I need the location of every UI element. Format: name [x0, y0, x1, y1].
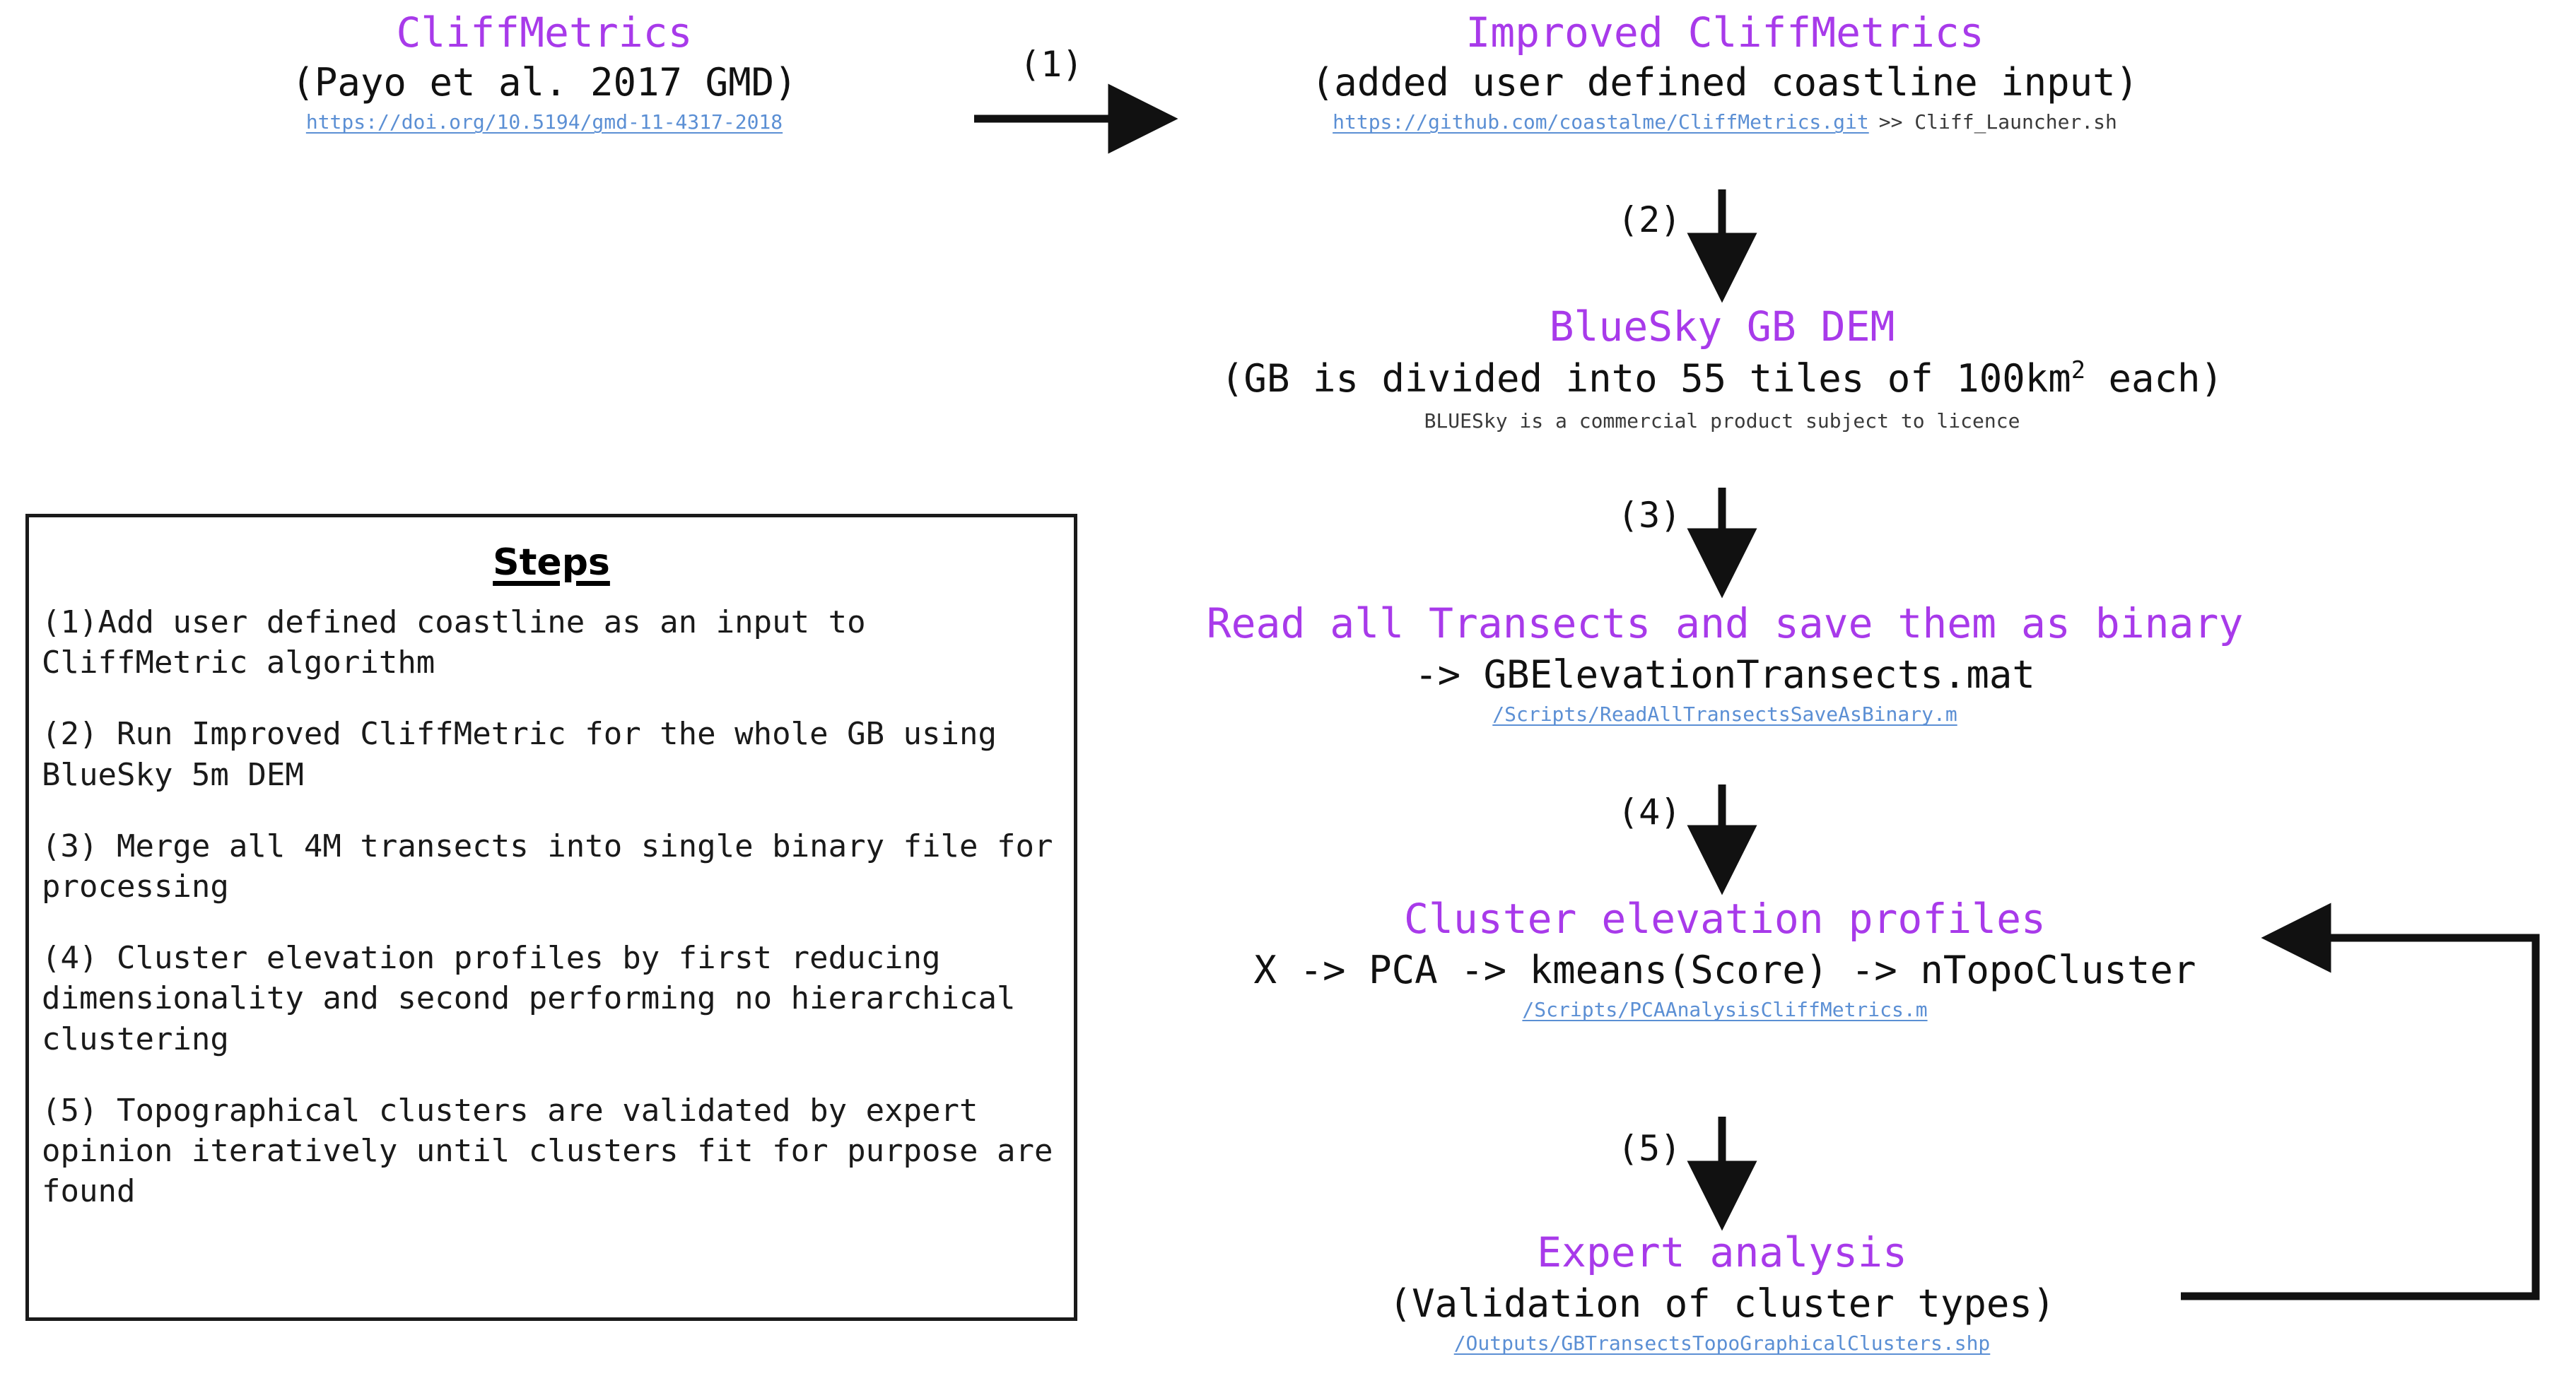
step-item: (1)Add user defined coastline as an inpu… [42, 604, 866, 681]
bluesky-dem-subtitle-sup: 2 [2071, 355, 2085, 384]
cliffmetrics-doi-link-row: https://doi.org/10.5194/gmd-11-4317-2018 [170, 111, 919, 133]
step-item: (5) Topographical clusters are validated… [42, 1092, 1053, 1210]
cliffmetrics-subtitle: (Payo et al. 2017 GMD) [291, 59, 797, 105]
read-transects-title: Read all Transects and save them as bina… [1206, 599, 2244, 647]
expert-analysis-title: Expert analysis [1537, 1228, 1907, 1276]
step-item: (2) Run Improved CliffMetric for the who… [42, 716, 997, 793]
step-item: (3) Merge all 4M transects into single b… [42, 828, 1053, 905]
node-read-transects: Read all Transects and save them as bina… [608, 601, 2576, 726]
edge-label-2: (2) [1617, 199, 1682, 240]
edge-label-5: (5) [1617, 1128, 1682, 1169]
read-transects-subtitle: -> GBElevationTransects.mat [1415, 652, 2035, 697]
node-cliffmetrics: CliffMetrics (Payo et al. 2017 GMD) http… [170, 10, 919, 134]
read-transects-link-row: /Scripts/ReadAllTransectsSaveAsBinary.m [608, 703, 2576, 725]
node-expert-analysis: Expert analysis (Validation of cluster t… [1015, 1230, 2429, 1355]
cluster-profiles-link-row: /Scripts/PCAAnalysisCliffMetrics.m [707, 999, 2576, 1021]
expert-analysis-link-row: /Outputs/GBTransectsTopoGraphicalCluster… [1015, 1332, 2429, 1354]
steps-list: (1)Add user defined coastline as an inpu… [29, 602, 1074, 1211]
bluesky-dem-licence-note: BLUESky is a commercial product subject … [1424, 409, 2020, 433]
node-improved-cliffmetrics: Improved CliffMetrics (added user define… [1173, 10, 2276, 134]
improved-cliffmetrics-link-row: https://github.com/coastalme/CliffMetric… [1173, 111, 2276, 133]
cluster-profiles-subtitle: X -> PCA -> kmeans(Score) -> nTopoCluste… [1253, 947, 2196, 992]
edge-label-4: (4) [1617, 792, 1682, 833]
edge-label-1: (1) [1019, 44, 1084, 85]
bluesky-dem-subtitle-post: each) [2085, 355, 2224, 401]
steps-panel-heading: Steps [493, 541, 610, 584]
cliffmetrics-title: CliffMetrics [396, 8, 693, 57]
cluster-profiles-title: Cluster elevation profiles [1404, 895, 2046, 943]
improved-cliffmetrics-launcher-text: >> Cliff_Launcher.sh [1878, 110, 2117, 134]
expert-analysis-output-link[interactable]: /Outputs/GBTransectsTopoGraphicalCluster… [1453, 1332, 1991, 1356]
bluesky-dem-subtitle: (GB is divided into 55 tiles of 100km2 e… [1015, 357, 2429, 400]
improved-cliffmetrics-title: Improved CliffMetrics [1465, 8, 1984, 57]
node-cluster-profiles: Cluster elevation profiles X -> PCA -> k… [707, 896, 2576, 1021]
steps-panel: Steps (1)Add user defined coastline as a… [25, 514, 1077, 1321]
improved-cliffmetrics-subtitle: (added user defined coastline input) [1311, 59, 2139, 105]
bluesky-dem-subtitle-pre: (GB is divided into 55 tiles of 100km [1220, 355, 2071, 401]
step-item: (4) Cluster elevation profiles by first … [42, 940, 1016, 1057]
expert-analysis-subtitle: (Validation of cluster types) [1388, 1281, 2056, 1326]
node-bluesky-dem: BlueSky GB DEM (GB is divided into 55 ti… [1015, 304, 2429, 433]
bluesky-dem-title: BlueSky GB DEM [1549, 302, 1895, 351]
read-transects-script-link[interactable]: /Scripts/ReadAllTransectsSaveAsBinary.m [1492, 703, 1957, 727]
cliffmetrics-doi-link[interactable]: https://doi.org/10.5194/gmd-11-4317-2018 [305, 110, 783, 134]
edge-label-3: (3) [1617, 495, 1682, 536]
improved-cliffmetrics-github-link[interactable]: https://github.com/coastalme/CliffMetric… [1333, 110, 1869, 134]
cluster-profiles-script-link[interactable]: /Scripts/PCAAnalysisCliffMetrics.m [1522, 998, 1928, 1022]
